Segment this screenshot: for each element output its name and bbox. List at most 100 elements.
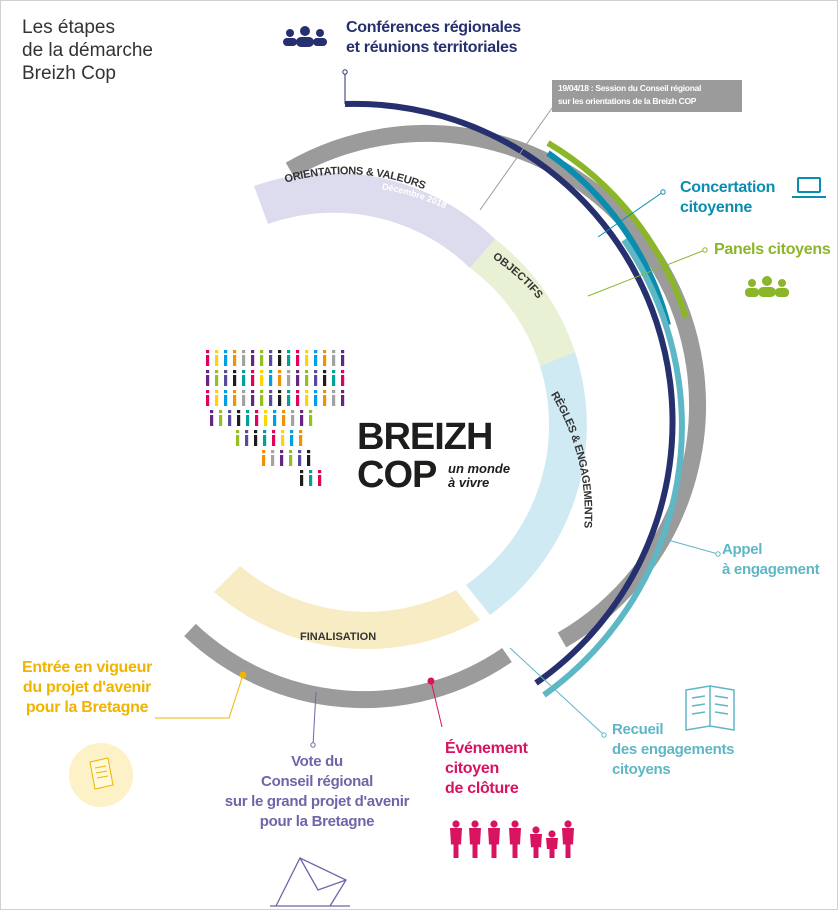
- logo-figure-head: [307, 450, 311, 454]
- logo-cop: COP: [357, 454, 437, 496]
- logo-figure-body: [278, 395, 282, 406]
- laptop-icon: [792, 177, 826, 198]
- date-ring-bottom: [184, 623, 512, 709]
- logo-figure-head: [271, 450, 275, 454]
- label-appel: Appel à engagement: [722, 541, 820, 578]
- logo-figure-head: [309, 410, 313, 414]
- logo-figure-head: [278, 370, 282, 374]
- logo-figure-head: [242, 350, 246, 354]
- logo-figure-body: [255, 415, 259, 426]
- logo-figure-body: [272, 435, 276, 446]
- logo-figure-body: [287, 355, 291, 366]
- logo-figure-body: [206, 375, 210, 386]
- person-head: [471, 820, 479, 828]
- logo-figure-head: [287, 350, 291, 354]
- label-vote: Vote du Conseil régional sur le grand pr…: [224, 753, 410, 830]
- logo-figure-body: [290, 435, 294, 446]
- logo-figure-head: [323, 350, 327, 354]
- logo-figure-body: [300, 415, 304, 426]
- logo-figure-body: [273, 415, 277, 426]
- phase-band-orientations: [254, 172, 495, 268]
- person-body: [509, 828, 521, 858]
- logo-figure-body: [307, 455, 311, 466]
- logo-figure-body: [224, 395, 228, 406]
- logo-figure-body: [278, 375, 282, 386]
- logo-figure-body: [341, 395, 345, 406]
- logo-figure-body: [282, 415, 286, 426]
- logo-figure-body: [263, 435, 267, 446]
- logo-figure-head: [309, 470, 313, 474]
- logo-figure-head: [281, 430, 285, 434]
- label-concertation: Concertation citoyenne: [680, 179, 776, 216]
- logo-figure-head: [233, 350, 237, 354]
- logo-figure-head: [299, 430, 303, 434]
- logo-figure-head: [278, 350, 282, 354]
- logo-figure-head: [233, 370, 237, 374]
- phase-band-regles: [466, 352, 587, 615]
- person-head: [564, 820, 572, 828]
- logo-figure-body: [260, 375, 264, 386]
- arc-appel: [542, 238, 685, 698]
- logo-figure-head: [255, 410, 259, 414]
- person-head: [490, 820, 498, 828]
- logo-figure-head: [300, 410, 304, 414]
- logo-figure-head: [254, 430, 258, 434]
- logo-figure-body: [219, 415, 223, 426]
- label-session: 19/04/18 : Session du Conseil régional s…: [558, 83, 702, 106]
- person-head: [452, 820, 460, 828]
- logo-figure-head: [224, 350, 228, 354]
- logo-figure-head: [246, 410, 250, 414]
- logo-figure-head: [332, 350, 336, 354]
- logo-figure-body: [300, 475, 304, 486]
- logo-figure-head: [251, 350, 255, 354]
- logo-figures-icon: [206, 350, 345, 486]
- logo-figure-head: [263, 430, 267, 434]
- logo-figure-body: [341, 355, 345, 366]
- logo-figure-head: [260, 390, 264, 394]
- logo-tagline: un monde à vivre: [448, 461, 511, 490]
- family-people-icon: [450, 820, 574, 858]
- logo-figure-body: [287, 395, 291, 406]
- logo-figure-body: [289, 455, 293, 466]
- logo-figure-body: [309, 475, 313, 486]
- logo-figure-body: [228, 415, 232, 426]
- logo-figure-head: [260, 350, 264, 354]
- logo-figure-head: [314, 370, 318, 374]
- phase-band-finalisation: [214, 566, 480, 650]
- logo-figure-body: [278, 355, 282, 366]
- logo-figure-body: [305, 375, 309, 386]
- logo-figure-head: [298, 450, 302, 454]
- date-mai: Mai 2018: [102, 314, 126, 353]
- logo-breizh: BREIZH: [357, 416, 493, 458]
- logo-figure-body: [246, 415, 250, 426]
- logo-figure-head: [236, 430, 240, 434]
- logo-figure-body: [242, 355, 246, 366]
- logo-figure-body: [251, 375, 255, 386]
- logo-figure-body: [233, 395, 237, 406]
- logo-figure-head: [287, 370, 291, 374]
- logo-figure-body: [305, 355, 309, 366]
- leader-entree: [155, 674, 244, 719]
- document-icon: [89, 757, 114, 790]
- logo-figure-head: [219, 410, 223, 414]
- logo-figure-head: [264, 410, 268, 414]
- logo-figure-body: [271, 455, 275, 466]
- leader-session: [479, 107, 553, 211]
- person-body: [530, 834, 542, 858]
- logo-figure-head: [314, 350, 318, 354]
- logo-figure-head: [242, 390, 246, 394]
- logo-figure-body: [206, 395, 210, 406]
- label-entree: Entrée en vigueur du projet d'avenir pou…: [21, 659, 153, 716]
- person-body: [562, 828, 574, 858]
- date-septembre: Septembre 2018: [185, 197, 250, 241]
- logo-figure-body: [242, 375, 246, 386]
- people-group-icon: [283, 26, 327, 47]
- logo-figure-body: [314, 375, 318, 386]
- person-body: [488, 828, 500, 858]
- diagram-title: Les étapes de la démarche Breizh Cop: [22, 17, 153, 84]
- logo-figure-body: [332, 355, 336, 366]
- logo-figure-body: [323, 375, 327, 386]
- people-panel-icon: [745, 276, 789, 297]
- logo-figure-body: [296, 395, 300, 406]
- logo-figure-body: [296, 375, 300, 386]
